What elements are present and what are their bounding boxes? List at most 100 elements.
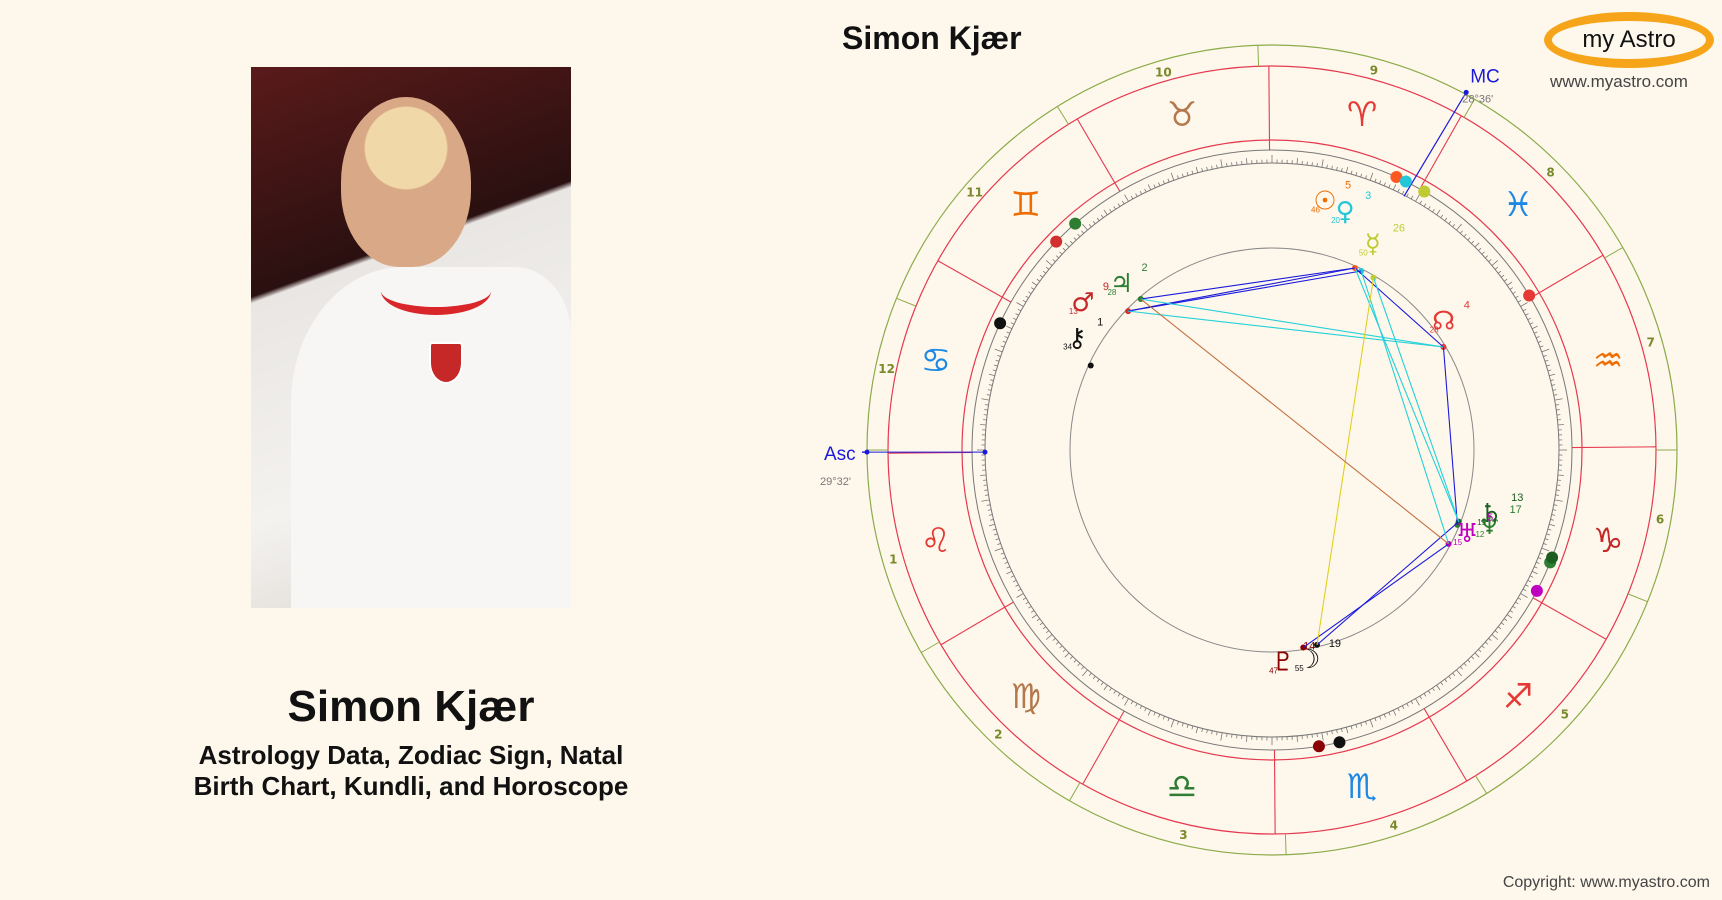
house-cusp (1284, 833, 1287, 855)
degree-tick (1181, 722, 1184, 727)
degree-tick (985, 404, 989, 406)
degree-tick (1081, 230, 1085, 234)
degree-tick (990, 519, 994, 521)
degree-tick (988, 523, 995, 527)
planet-glyph: ♅ (1455, 519, 1478, 549)
degree-tick (1167, 717, 1170, 722)
house-number: 6 (1656, 512, 1664, 526)
degree-tick (1478, 649, 1482, 653)
planet-minute: 15 (1453, 538, 1462, 547)
degree-tick (1186, 724, 1189, 728)
planet-minute: 13 (1069, 307, 1078, 316)
degree-tick (1055, 641, 1059, 645)
degree-tick (1440, 214, 1444, 219)
zodiac-sign-glyph: ♌ (921, 521, 951, 561)
planet-minute: 50 (1359, 248, 1368, 257)
degree-tick (1520, 302, 1528, 307)
degree-tick (1452, 672, 1456, 677)
degree-tick (1345, 727, 1349, 734)
aspect-circle (1069, 247, 1475, 653)
degree-tick (1015, 313, 1019, 316)
degree-tick (1360, 722, 1363, 727)
degree-tick (1092, 220, 1096, 225)
degree-tick (985, 494, 989, 496)
sign-divider (1273, 749, 1276, 834)
degree-tick (1012, 579, 1017, 583)
degree-tick (1113, 206, 1117, 210)
degree-tick (1350, 725, 1353, 730)
degree-tick (1471, 240, 1475, 244)
degree-tick (1531, 570, 1538, 575)
degree-tick (1365, 175, 1367, 179)
asc-inner-point (982, 449, 988, 455)
aspect-line (1140, 267, 1356, 300)
degree-tick (1419, 695, 1422, 700)
degree-tick (1551, 384, 1556, 386)
planet-dot (994, 317, 1007, 330)
planet-degree: 3 (1365, 190, 1371, 202)
asc-label: Asc (824, 444, 856, 465)
degree-tick (1550, 379, 1554, 381)
degree-tick (1397, 707, 1400, 712)
degree-tick (1195, 727, 1199, 734)
degree-tick (1016, 593, 1024, 598)
degree-tick (1549, 373, 1556, 377)
degree-tick (1553, 504, 1558, 506)
degree-tick (1158, 714, 1161, 718)
degree-tick (1537, 557, 1542, 560)
degree-tick (1481, 645, 1485, 649)
degree-tick (994, 533, 998, 536)
degree-tick (1554, 499, 1563, 502)
degree-tick (1341, 728, 1343, 732)
house-number: 9 (1370, 63, 1378, 77)
degree-tick (1456, 223, 1462, 231)
degree-tick (1052, 259, 1056, 263)
degree-tick (1036, 278, 1041, 282)
zodiac-sign-glyph: ♊ (1011, 185, 1041, 225)
degree-tick (1002, 557, 1007, 560)
degree-tick (1006, 325, 1013, 330)
sign-divider (1530, 254, 1604, 299)
degree-tick (1410, 195, 1414, 200)
degree-tick (1537, 340, 1542, 343)
aspect-line (1140, 298, 1444, 348)
degree-tick (1512, 291, 1516, 295)
house-cusp (1475, 775, 1488, 794)
planet-dot (1530, 584, 1543, 597)
aspect-line (1442, 346, 1458, 525)
degree-tick (1147, 709, 1152, 716)
myastro-logo[interactable]: my Astro (1544, 12, 1714, 68)
degree-tick (1557, 474, 1564, 476)
degree-tick (1025, 295, 1029, 299)
degree-tick (1096, 678, 1100, 683)
degree-tick (1088, 672, 1092, 677)
degree-tick (1055, 255, 1059, 259)
degree-tick (1478, 247, 1482, 251)
degree-tick (1509, 287, 1514, 290)
planet-glyph: ☽ (1297, 645, 1320, 675)
degree-tick (1547, 528, 1552, 531)
degree-tick (1525, 584, 1529, 587)
degree-tick (1006, 331, 1010, 334)
degree-tick (1117, 203, 1121, 207)
degree-tick (1534, 566, 1538, 569)
degree-tick (1432, 687, 1435, 692)
degree-tick (1374, 717, 1377, 722)
degree-tick (1017, 588, 1022, 592)
logo-url[interactable]: www.myastro.com (1550, 72, 1688, 91)
degree-tick (980, 424, 987, 426)
house-cusp (1463, 99, 1475, 118)
degree-tick (1406, 703, 1409, 707)
degree-tick (1059, 645, 1063, 649)
degree-tick (1226, 733, 1228, 737)
degree-tick (1022, 300, 1027, 303)
degree-tick (1113, 690, 1117, 694)
degree-tick (1415, 698, 1420, 706)
zodiac-sign-glyph: ♋ (921, 341, 951, 381)
degree-tick (1025, 601, 1029, 605)
degree-tick (997, 355, 1001, 357)
degree-tick (1467, 237, 1471, 241)
degree-tick (1177, 721, 1179, 725)
degree-tick (1397, 188, 1400, 193)
outer-ring (866, 44, 1678, 856)
